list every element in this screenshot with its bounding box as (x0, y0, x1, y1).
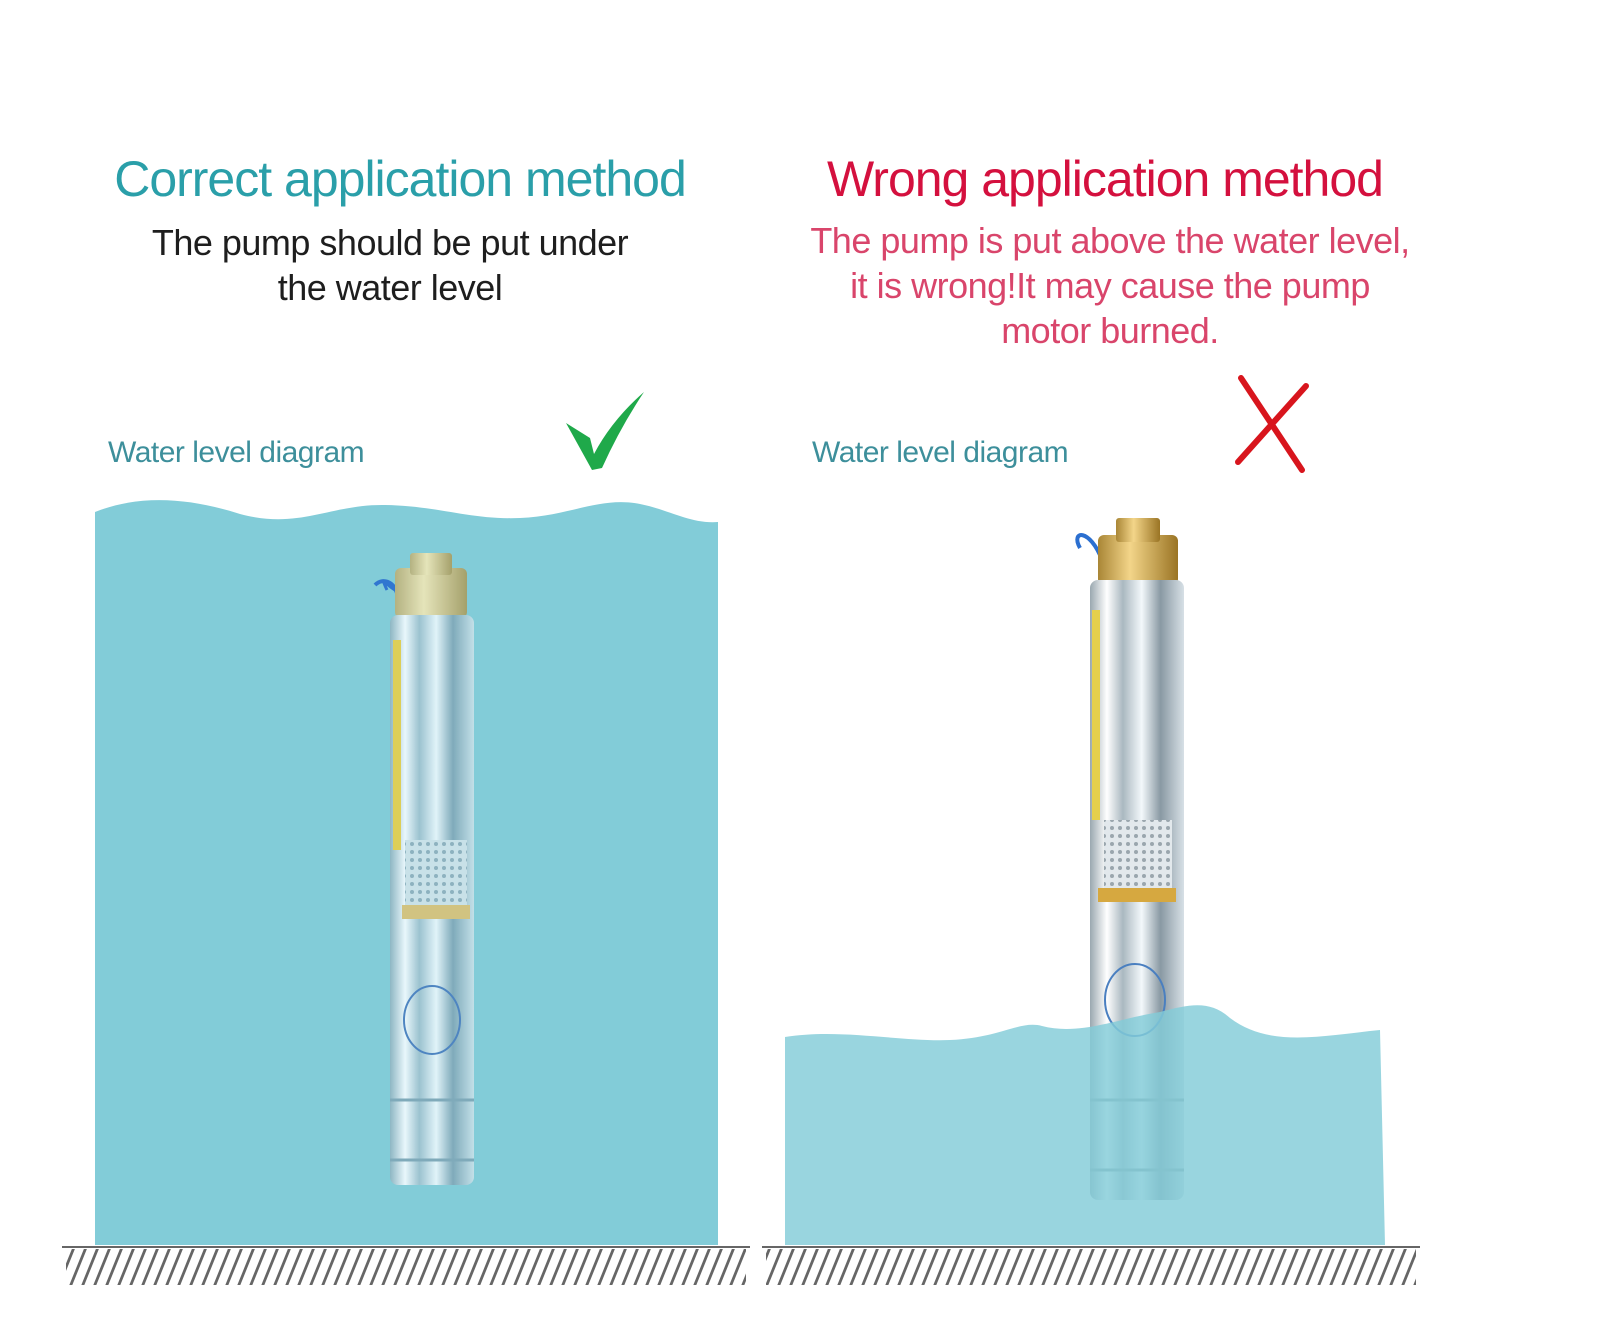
description-line: it is wrong!It may cause the pump (850, 265, 1370, 306)
description-line: The pump is put above the water level, (810, 220, 1410, 261)
cross-icon (1235, 375, 1309, 473)
ground-hatch (66, 1249, 746, 1285)
correct-method-title: Correct application method (114, 151, 687, 207)
water-level-label: Water level diagram (812, 436, 1069, 469)
description-line: The pump should be put under (151, 222, 629, 263)
description-line: motor burned. (1001, 310, 1219, 351)
submersible-pump-image (373, 553, 474, 1185)
water-level-label: Water level diagram (108, 436, 365, 469)
wrong-method-description: The pump is put above the water level, i… (780, 218, 1440, 353)
ground-hatch (766, 1249, 1416, 1285)
correct-water-diagram (62, 392, 750, 1285)
correct-method-panel: Correct application method The pump shou… (0, 0, 780, 1335)
correct-method-description: The pump should be put under the water l… (0, 220, 780, 310)
water-body (785, 1005, 1385, 1245)
checkmark-icon (566, 392, 644, 470)
description-line: the water level (277, 267, 503, 308)
wrong-method-panel: Wrong application method The pump is put… (762, 0, 1600, 1335)
wrong-water-diagram (762, 375, 1420, 1285)
wrong-method-title: Wrong application method (827, 151, 1384, 207)
